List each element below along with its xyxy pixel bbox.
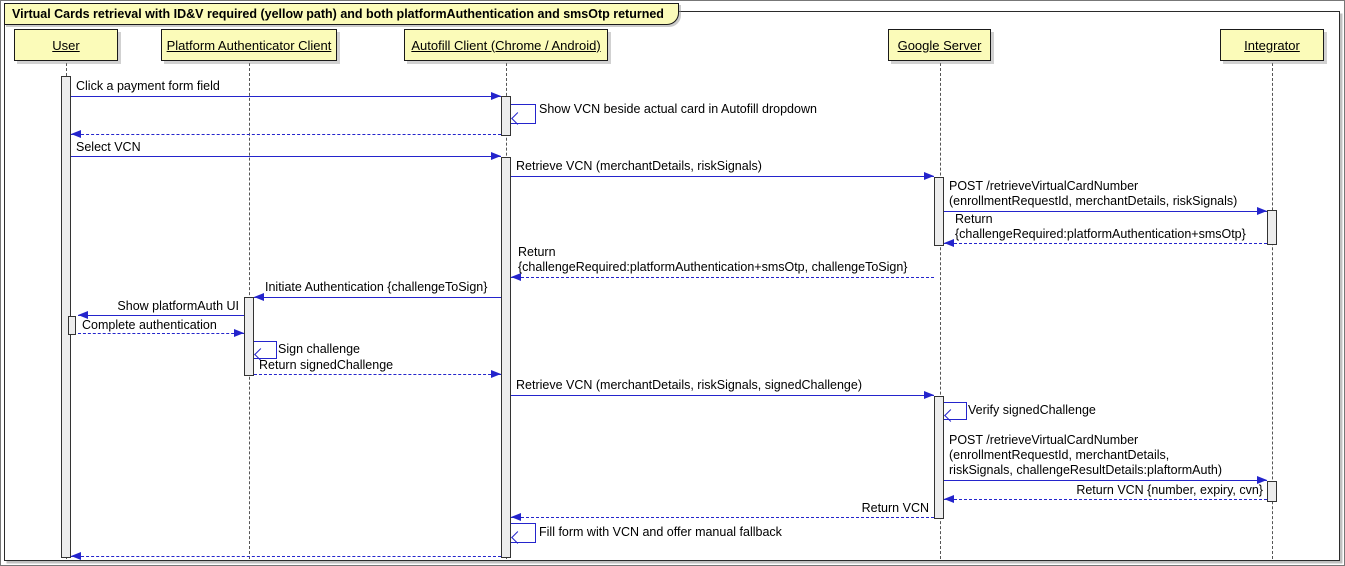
arrowhead-left-icon bbox=[78, 311, 88, 319]
message-label: Show VCN beside actual card in Autofill … bbox=[539, 102, 817, 116]
self-message-loop bbox=[944, 402, 967, 420]
message-label: Return VCN {number, expiry, cvn} bbox=[1076, 483, 1263, 497]
message-label: Return VCN bbox=[861, 501, 929, 515]
arrowhead-left-icon bbox=[511, 513, 521, 521]
arrowhead-right-icon bbox=[924, 391, 934, 399]
diagram-title: Virtual Cards retrieval with ID&V requir… bbox=[4, 3, 679, 25]
lifeline-google-server bbox=[939, 63, 941, 559]
participant-integrator-label: Integrator bbox=[1244, 37, 1300, 53]
arrow-line bbox=[254, 297, 501, 298]
message-label: Retrieve VCN (merchantDetails, riskSigna… bbox=[516, 159, 762, 173]
message-label: Fill form with VCN and offer manual fall… bbox=[539, 525, 782, 539]
message-label: POST /retrieveVirtualCardNumber (enrollm… bbox=[949, 179, 1238, 208]
arrow-line bbox=[78, 315, 244, 316]
arrow-line bbox=[944, 243, 1267, 244]
arrowhead-left-icon bbox=[944, 495, 954, 503]
arrowhead-right-icon bbox=[1257, 476, 1267, 484]
activation-integrator-1 bbox=[1267, 210, 1277, 245]
message-label: Click a payment form field bbox=[76, 79, 220, 93]
arrow-line bbox=[71, 556, 501, 557]
message-label: POST /retrieveVirtualCardNumber (enrollm… bbox=[949, 433, 1223, 477]
participant-user-label: User bbox=[52, 37, 80, 53]
participant-google-server-label: Google Server bbox=[897, 37, 982, 53]
arrow-line bbox=[511, 176, 934, 177]
arrow-line bbox=[511, 517, 934, 518]
message-label: Return {challengeRequired:platformAuthen… bbox=[518, 245, 908, 274]
activation-google-1 bbox=[934, 177, 944, 246]
arrowhead-right-icon bbox=[491, 92, 501, 100]
arrow-line bbox=[78, 333, 244, 334]
lifeline-integrator bbox=[1271, 63, 1273, 559]
message-label: Return {challengeRequired:platformAuthen… bbox=[955, 212, 1246, 241]
arrowhead-left-icon bbox=[254, 293, 264, 301]
participant-integrator: Integrator bbox=[1220, 29, 1324, 61]
arrow-line bbox=[944, 480, 1267, 481]
arrowhead-right-icon bbox=[1257, 207, 1267, 215]
message-label: Retrieve VCN (merchantDetails, riskSigna… bbox=[516, 378, 862, 392]
participant-platform-authenticator-client: Platform Authenticator Client bbox=[161, 29, 337, 61]
arrow-line bbox=[944, 499, 1267, 500]
activation-autofill-1 bbox=[501, 96, 511, 136]
message-label: Initiate Authentication {challengeToSign… bbox=[265, 280, 488, 294]
self-message-loop bbox=[511, 523, 536, 543]
participant-autofill-client-label: Autofill Client (Chrome / Android) bbox=[411, 37, 601, 53]
arrow-line bbox=[71, 134, 501, 135]
participant-autofill-client: Autofill Client (Chrome / Android) bbox=[404, 29, 608, 61]
message-label: Select VCN bbox=[76, 140, 141, 154]
arrowhead-left-icon bbox=[944, 239, 954, 247]
diagram-title-text: Virtual Cards retrieval with ID&V requir… bbox=[12, 7, 664, 21]
activation-integrator-2 bbox=[1267, 481, 1277, 502]
arrowhead-left-icon bbox=[71, 552, 81, 560]
activation-autofill-2 bbox=[501, 157, 511, 558]
message-label: Show platformAuth UI bbox=[117, 299, 239, 313]
arrow-line bbox=[254, 374, 501, 375]
activation-google-2 bbox=[934, 396, 944, 519]
arrowhead-right-icon bbox=[491, 370, 501, 378]
self-message-loop bbox=[254, 341, 277, 359]
activation-user-nested bbox=[68, 316, 76, 335]
message-label: Sign challenge bbox=[278, 342, 361, 356]
activation-platform-authenticator bbox=[244, 297, 254, 376]
arrow-line bbox=[944, 211, 1267, 212]
participant-platform-authenticator-client-label: Platform Authenticator Client bbox=[166, 37, 332, 53]
message-label: Verify signedChallenge bbox=[968, 403, 1096, 417]
arrow-line bbox=[71, 156, 501, 157]
self-message-loop bbox=[511, 104, 536, 124]
participant-user: User bbox=[14, 29, 118, 61]
arrowhead-right-icon bbox=[924, 172, 934, 180]
message-label: Complete authentication bbox=[82, 318, 217, 332]
arrow-line bbox=[511, 277, 934, 278]
arrowhead-left-icon bbox=[71, 130, 81, 138]
message-label: Return signedChallenge bbox=[259, 358, 394, 372]
arrow-line bbox=[71, 96, 501, 97]
arrowhead-left-icon bbox=[511, 273, 521, 281]
arrow-line bbox=[511, 395, 934, 396]
participant-google-server: Google Server bbox=[888, 29, 991, 61]
arrowhead-right-icon bbox=[491, 152, 501, 160]
arrowhead-right-icon bbox=[234, 329, 244, 337]
